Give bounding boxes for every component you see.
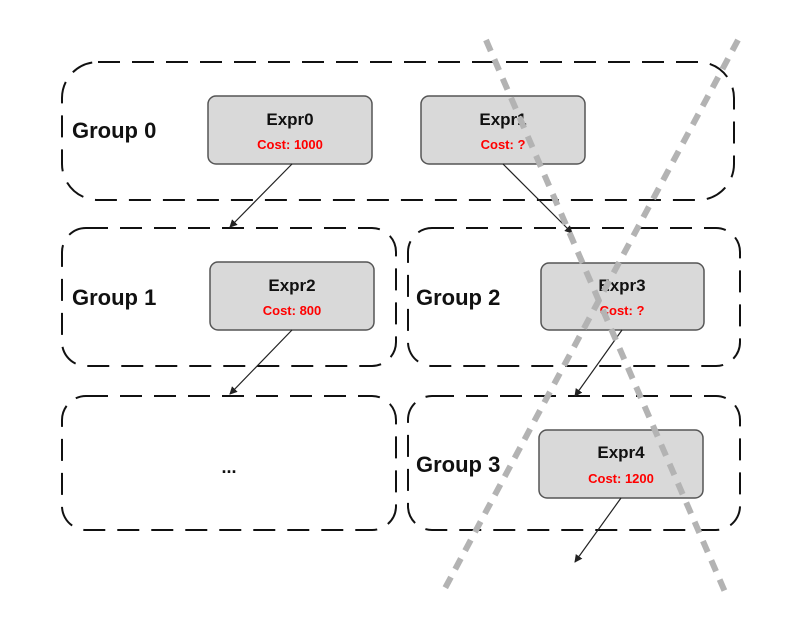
edge-expr4-to-below bbox=[574, 497, 622, 563]
group-2-box bbox=[407, 227, 741, 367]
group-3-label: Group 3 bbox=[416, 452, 500, 477]
expr-2-box bbox=[209, 261, 375, 331]
group-0-box bbox=[61, 61, 735, 201]
placeholder-group-box bbox=[61, 395, 397, 531]
expr-1-cost: Cost: ? bbox=[481, 137, 526, 152]
expr-0-cost: Cost: 1000 bbox=[257, 137, 323, 152]
expr-0-node: Expr0 Cost: 1000 bbox=[207, 95, 373, 165]
expr-3-name: Expr3 bbox=[598, 276, 645, 295]
group-3-box bbox=[407, 395, 741, 531]
expr-2-name: Expr2 bbox=[268, 276, 315, 295]
group-1-box bbox=[61, 227, 397, 367]
edge-expr0-to-group1 bbox=[229, 163, 293, 228]
cross-out-line-down bbox=[483, 38, 728, 594]
expr-1-box bbox=[420, 95, 586, 165]
expr-2-node: Expr2 Cost: 800 bbox=[209, 261, 375, 331]
edge-expr3-to-group3 bbox=[574, 329, 623, 397]
expr-3-node: Expr3 Cost: ? bbox=[540, 262, 705, 331]
group-2-label: Group 2 bbox=[416, 285, 500, 310]
group-1-label: Group 1 bbox=[72, 285, 156, 310]
expr-4-name: Expr4 bbox=[597, 443, 645, 462]
expr-1-name: Expr1 bbox=[479, 110, 526, 129]
group-0-label: Group 0 bbox=[72, 118, 156, 143]
edge-expr1-to-group2 bbox=[502, 163, 573, 234]
expr-1-node: Expr1 Cost: ? bbox=[420, 95, 586, 165]
expr-0-name: Expr0 bbox=[266, 110, 313, 129]
expr-2-cost: Cost: 800 bbox=[263, 303, 322, 318]
expr-3-box bbox=[540, 262, 705, 331]
edge-expr2-to-placeholder bbox=[229, 329, 293, 395]
expr-4-cost: Cost: 1200 bbox=[588, 471, 654, 486]
expr-3-cost: Cost: ? bbox=[600, 303, 645, 318]
expr-0-box bbox=[207, 95, 373, 165]
placeholder-group-label: ... bbox=[221, 457, 236, 477]
